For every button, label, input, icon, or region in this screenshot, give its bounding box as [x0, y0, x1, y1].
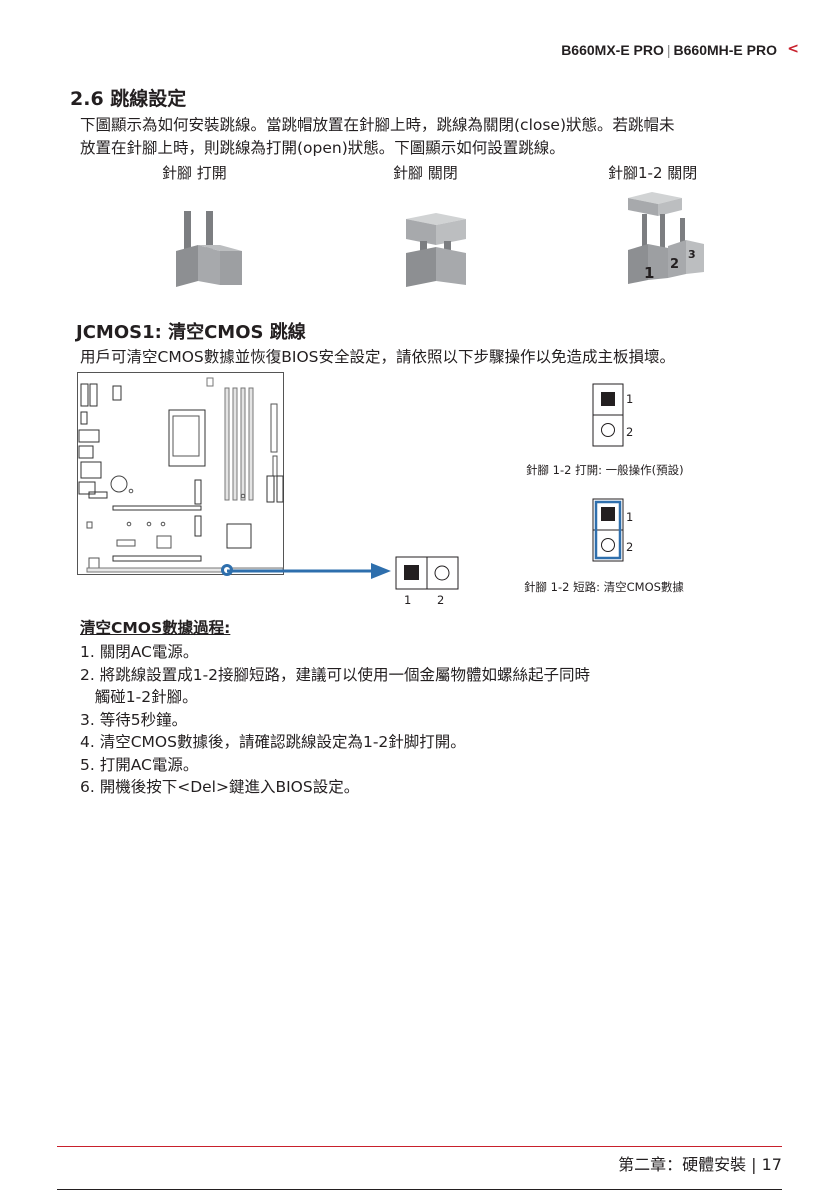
clear-pin2-label: 2: [626, 540, 634, 554]
section-intro: 下圖顯示為如何安裝跳線。當跳帽放置在針腳上時，跳線為關閉(close)狀態。若跳…: [80, 114, 780, 160]
footer-page-label: 第二章：硬體安裝 | 17: [618, 1155, 782, 1174]
pin-number-3: 3: [688, 248, 696, 261]
jumper-clear-diagram: [592, 498, 624, 562]
pin-closed-illustration: [406, 213, 466, 287]
pin-open-illustration: [176, 211, 242, 287]
section-title: 2.6 跳線設定: [70, 88, 187, 110]
header-model-names: B660MX-E PRO|B660MH-E PRO: [561, 42, 777, 58]
pin-number-2: 2: [670, 257, 679, 272]
steps-list: 1. 關閉AC電源。 2. 將跳線設置成1-2接腳短路，建議可以使用一個金屬物體…: [80, 641, 590, 799]
pin-closed-label: 針腳 關閉: [393, 164, 458, 182]
pin-1-2-closed-illustration: 1 2 3: [628, 192, 704, 284]
normal-pin2-label: 2: [626, 425, 634, 439]
step-item: 6. 開機後按下<Del>鍵進入BIOS設定。: [80, 778, 360, 796]
footer-divider-red: [57, 1146, 782, 1147]
callout-pin1-label: 1: [404, 593, 412, 607]
header-separator: |: [666, 42, 671, 58]
jcmos-intro: 用戶可清空CMOS數據並恢復BIOS安全設定，請依照以下步驟操作以免造成主板損壞…: [80, 348, 675, 366]
footer-divider-black: [57, 1189, 782, 1190]
steps-title: 清空CMOS數據過程:: [80, 619, 231, 637]
callout-arrow-icon: [227, 563, 391, 579]
step-item: 5. 打開AC電源。: [80, 755, 199, 774]
step-item: 觸碰1-2針腳。: [80, 688, 198, 706]
step-item: 1. 關閉AC電源。: [80, 643, 199, 661]
header-model-b: B660MH-E PRO: [673, 42, 777, 58]
header-arrow-icon: <: [787, 41, 799, 57]
motherboard-layout-diagram: [77, 372, 284, 576]
header-model-a: B660MX-E PRO: [561, 42, 664, 58]
normal-caption: 針腳 1-2 打開: 一般操作(預設): [526, 463, 684, 477]
pin-open-label: 針腳 打開: [162, 164, 227, 182]
step-item: 2. 將跳線設置成1-2接腳短路，建議可以使用一個金屬物體如螺絲起子同時: [80, 665, 591, 684]
jumper-normal-diagram: [592, 383, 624, 447]
step-item: 3. 等待5秒鐘。: [80, 710, 188, 729]
step-item: 4. 清空CMOS數據後，請確認跳線設定為1-2針脚打開。: [80, 733, 466, 751]
callout-pin2-label: 2: [437, 593, 445, 607]
jcmos-title: JCMOS1: 清空CMOS 跳線: [76, 322, 306, 343]
jcmos-callout-jumper: [395, 556, 459, 590]
pin-1-2-closed-label: 針腳1-2 關閉: [608, 164, 698, 182]
pin-number-1: 1: [644, 264, 654, 282]
clear-caption: 針腳 1-2 短路: 清空CMOS數據: [524, 580, 684, 594]
intro-line-1: 下圖顯示為如何安裝跳線。當跳帽放置在針腳上時，跳線為關閉(close)狀態。若跳…: [80, 116, 675, 134]
clear-pin1-label: 1: [626, 510, 634, 524]
intro-line-2: 放置在針腳上時，則跳線為打開(open)狀態。下圖顯示如何設置跳線。: [80, 139, 565, 157]
normal-pin1-label: 1: [626, 392, 634, 406]
